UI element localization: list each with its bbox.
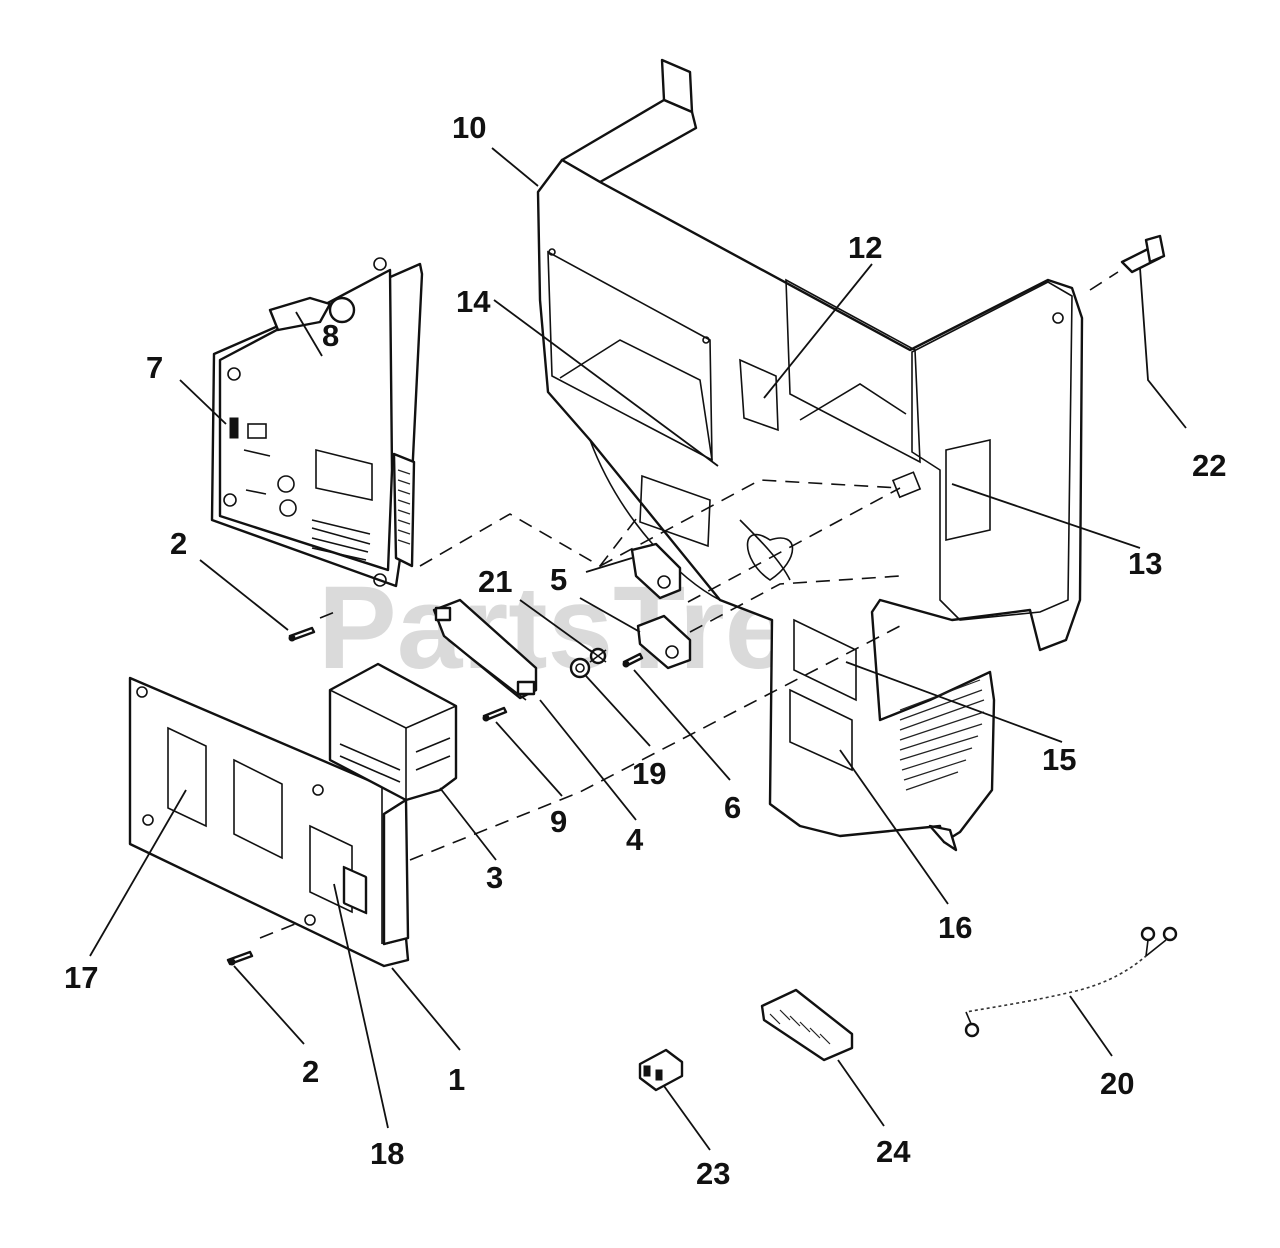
callout-13: 13 <box>1128 546 1162 581</box>
callout-15: 15 <box>1042 742 1076 777</box>
callout-14: 14 <box>456 284 491 319</box>
callout-2-upper: 2 <box>170 526 187 561</box>
callout-5: 5 <box>550 562 567 597</box>
part-9-screw <box>482 706 508 722</box>
callout-12: 12 <box>848 230 882 265</box>
callout-1: 1 <box>448 1062 465 1097</box>
callout-9: 9 <box>550 804 567 839</box>
part-20-wire-harness <box>964 926 1178 1038</box>
callout-18: 18 <box>370 1136 404 1171</box>
callout-21: 21 <box>478 564 512 599</box>
leader-lines <box>89 147 1187 1151</box>
part-1-front-cover <box>128 676 410 968</box>
assembly-guide-lines <box>259 271 1119 939</box>
callout-17: 17 <box>64 960 98 995</box>
part-10-housing <box>536 58 1084 852</box>
callout-16: 16 <box>938 910 972 945</box>
panel-window-17 <box>167 726 207 828</box>
callout-2-lower: 2 <box>302 1054 319 1089</box>
part-8-rear-connector <box>268 296 356 332</box>
part-3-circuit-breaker <box>328 662 458 915</box>
callout-8: 8 <box>322 318 339 353</box>
part-19-nut <box>569 657 591 679</box>
callout-10: 10 <box>452 110 486 145</box>
callout-20: 20 <box>1100 1066 1134 1101</box>
callout-24: 24 <box>876 1134 911 1169</box>
part-2-screw-lower <box>226 950 254 966</box>
part-22-bolt <box>1120 234 1166 274</box>
callout-6: 6 <box>724 790 741 825</box>
callout-3: 3 <box>486 860 503 895</box>
callout-7: 7 <box>146 350 163 385</box>
part-6-screw <box>622 652 644 668</box>
callout-19: 19 <box>632 756 666 791</box>
part-4-bracket <box>432 598 538 701</box>
callout-22: 22 <box>1192 448 1226 483</box>
part-7-control-panel <box>210 257 424 588</box>
part-5-terminal-blocks <box>630 542 692 670</box>
part-21-lock-washer <box>589 647 607 665</box>
callout-23: 23 <box>696 1156 730 1191</box>
part-2-screw-upper <box>288 626 316 642</box>
panel-window-18 <box>309 824 353 914</box>
callout-4: 4 <box>626 822 644 857</box>
part-24-connector-block <box>760 988 854 1062</box>
vent-grille <box>899 679 985 791</box>
part-23-connector-plug <box>638 1048 684 1092</box>
callout-labels: 1 2 2 3 4 5 6 7 8 9 10 12 13 14 15 16 17… <box>64 110 1226 1191</box>
